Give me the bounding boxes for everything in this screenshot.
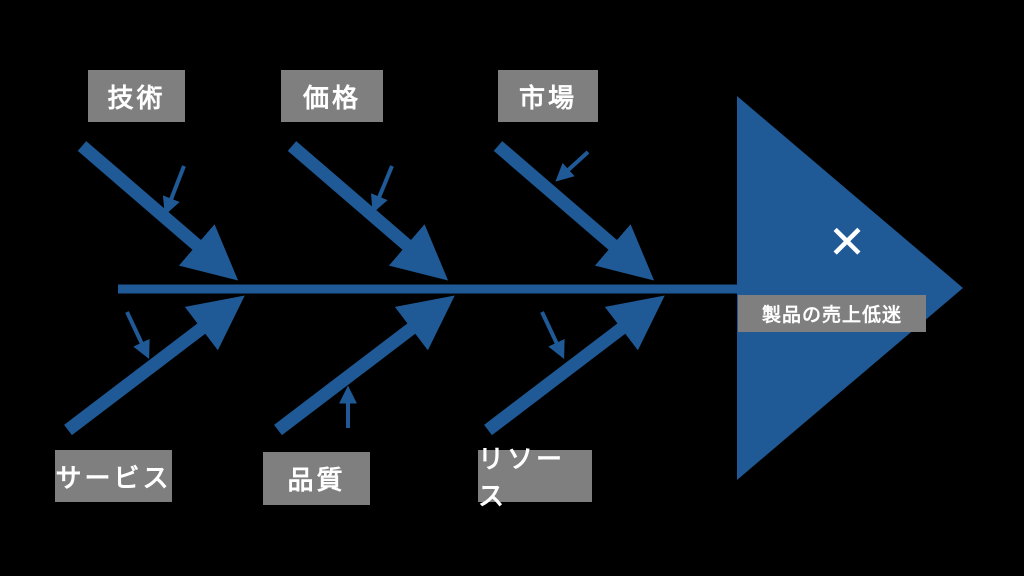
annotation-arrow-technology [162, 165, 186, 216]
annotation-arrow-service [125, 311, 150, 360]
effect-x-marker: ✕ [827, 215, 867, 269]
cause-label-service: サービス [55, 450, 172, 502]
bone-bottom-service [64, 295, 245, 436]
cause-label-quality: 品質 [263, 452, 370, 505]
bone-top-technology [77, 141, 239, 281]
bone-top-market [493, 141, 655, 281]
cause-label-market: 市場 [498, 70, 598, 122]
cause-label-price: 価格 [281, 70, 383, 122]
bone-top-price [287, 141, 449, 281]
bone-bottom-quality [274, 295, 455, 436]
bone-bottom-resource [484, 295, 665, 436]
cause-label-technology: 技術 [88, 70, 185, 122]
annotation-arrow-price [371, 165, 394, 214]
cause-label-resource: リソース [478, 445, 592, 512]
annotation-arrow-resource [540, 311, 565, 360]
effect-triangle [737, 96, 963, 480]
effect-label: 製品の売上低迷 [738, 295, 926, 332]
annotation-arrow-market [555, 150, 590, 182]
